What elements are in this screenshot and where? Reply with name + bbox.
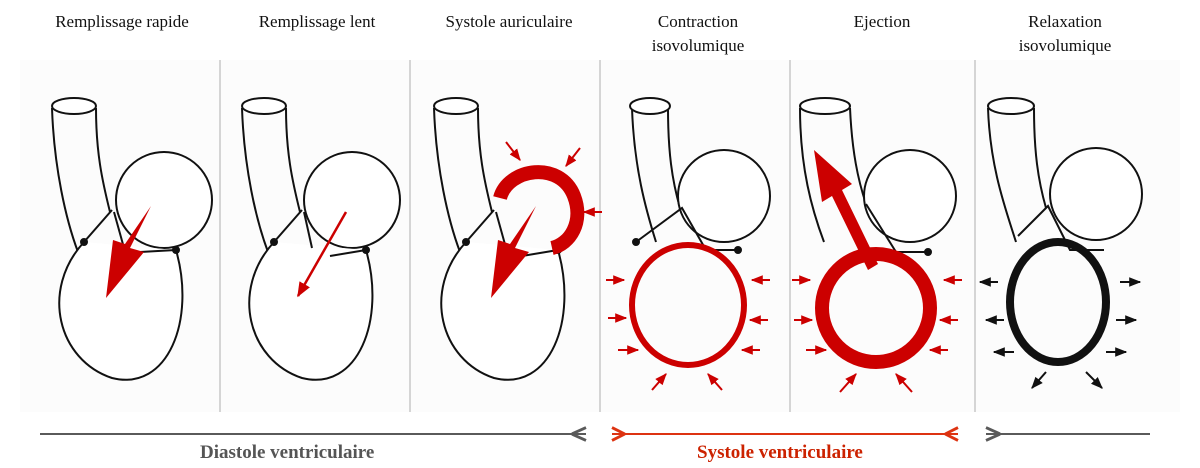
atrium <box>116 152 212 248</box>
valve-hinge <box>81 239 87 245</box>
aorta-opening <box>800 98 850 114</box>
aorta-opening <box>242 98 286 114</box>
aorta-opening <box>434 98 478 114</box>
aorta-opening <box>630 98 670 114</box>
atrium <box>864 150 956 242</box>
atrium <box>304 152 400 248</box>
atrium <box>678 150 770 242</box>
atrium <box>1050 148 1142 240</box>
aorta-opening <box>52 98 96 114</box>
aorta-opening <box>988 98 1034 114</box>
valve-hinge <box>173 247 179 253</box>
systole-label: Systole ventriculaire <box>697 442 863 464</box>
diastole-label: Diastole ventriculaire <box>200 442 374 464</box>
